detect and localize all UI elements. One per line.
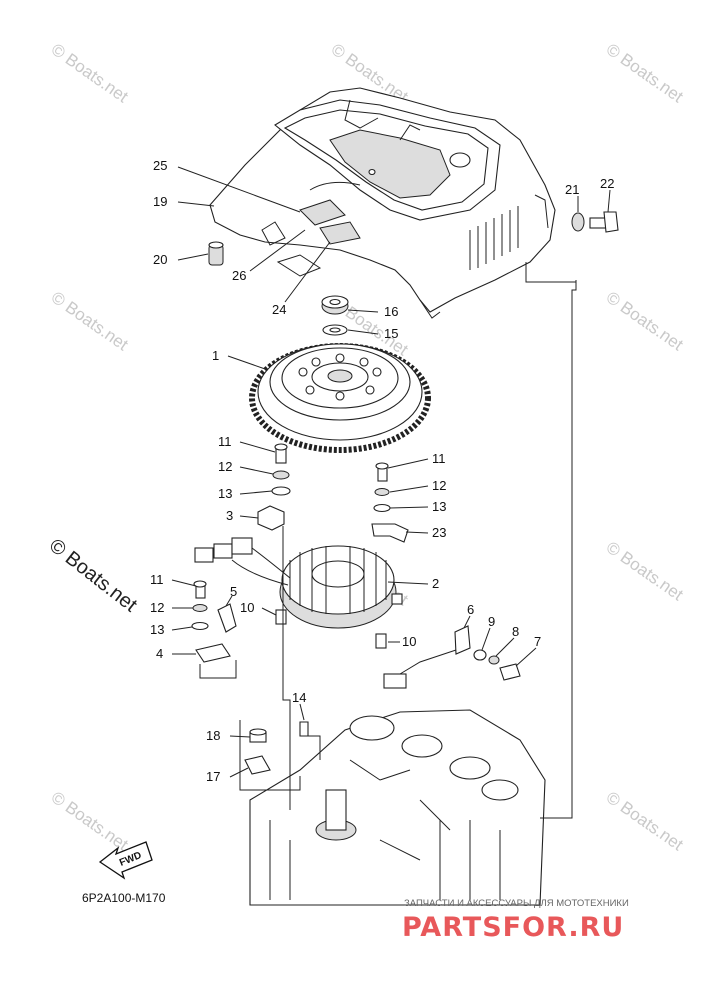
callout-25: 25 xyxy=(153,158,167,173)
nut-part-16 xyxy=(321,295,349,315)
callout-13: 13 xyxy=(150,622,164,637)
bolt-part-18 xyxy=(249,728,267,743)
lockwasher-part-8 xyxy=(488,655,500,665)
callout-3: 3 xyxy=(226,508,233,523)
watermark: © Boats.net xyxy=(603,288,687,355)
engine-block xyxy=(249,709,546,906)
grommet-part-20 xyxy=(208,241,224,266)
callout-20: 20 xyxy=(153,252,167,267)
callout-10: 10 xyxy=(402,634,416,649)
wiring-harness xyxy=(194,537,291,586)
washer-part-9 xyxy=(473,649,487,661)
spacer-part-10-left xyxy=(275,609,287,625)
callout-16: 16 xyxy=(384,304,398,319)
callout-12: 12 xyxy=(432,478,446,493)
bracket-part-5 xyxy=(217,603,237,633)
flywheel-part-1 xyxy=(249,343,431,453)
callout-labels: 25 19 20 26 24 21 22 16 15 1 11 12 13 3 … xyxy=(150,158,614,784)
bolt-part-21-22 xyxy=(571,211,619,233)
watermark: © Boats.net xyxy=(48,788,132,855)
bolt-part-11-lower xyxy=(193,580,207,599)
pulser-coil-part-6 xyxy=(383,625,471,689)
plate-part-4 xyxy=(195,643,231,663)
callout-7: 7 xyxy=(534,634,541,649)
callout-11: 11 xyxy=(218,434,232,449)
callout-15: 15 xyxy=(384,326,398,341)
lockwasher-part-12-lower xyxy=(192,604,208,612)
key-part-14 xyxy=(299,721,309,737)
bolt-part-11-right xyxy=(375,462,389,482)
callout-6: 6 xyxy=(467,602,474,617)
callout-10: 10 xyxy=(240,600,254,615)
callout-26: 26 xyxy=(232,268,246,283)
callout-8: 8 xyxy=(512,624,519,639)
stator-part-2 xyxy=(279,545,403,629)
lockwasher-part-12-right xyxy=(374,488,390,496)
washer-part-13-lower xyxy=(191,621,209,631)
callout-5: 5 xyxy=(230,584,237,599)
logo-tagline: ЗАПЧАСТИ И АКСЕССУАРЫ ДЛЯ МОТОТЕХНИКИ xyxy=(404,898,629,909)
callout-9: 9 xyxy=(488,614,495,629)
bolt-part-11-upper xyxy=(274,443,288,464)
callout-18: 18 xyxy=(206,728,220,743)
callout-22: 22 xyxy=(600,176,614,191)
callout-12: 12 xyxy=(150,600,164,615)
watermark: © Boats.net xyxy=(48,288,132,355)
spacer-part-10-right xyxy=(375,633,387,649)
bracket-part-17 xyxy=(244,755,271,775)
callout-24: 24 xyxy=(272,302,286,317)
forward-arrow-icon: FWD xyxy=(98,841,153,880)
partsfor-logo: ЗАПЧАСТИ И АКСЕССУАРЫ ДЛЯ МОТОТЕХНИКИ PA… xyxy=(402,898,629,943)
clamp-part-23 xyxy=(371,523,409,543)
callout-4: 4 xyxy=(156,646,163,661)
callout-13: 13 xyxy=(432,499,446,514)
lockwasher-part-12-upper xyxy=(272,470,290,480)
logo-brand: PARTSFOR.RU xyxy=(402,912,624,943)
callout-11: 11 xyxy=(432,451,446,466)
callout-14: 14 xyxy=(292,690,306,705)
washer-part-13-right xyxy=(373,503,391,513)
washer-part-15 xyxy=(322,324,348,336)
callout-12: 12 xyxy=(218,459,232,474)
callout-23: 23 xyxy=(432,525,446,540)
callout-17: 17 xyxy=(206,769,220,784)
callout-21: 21 xyxy=(565,182,579,197)
screw-part-7 xyxy=(499,663,521,681)
flywheel-cover xyxy=(209,87,556,319)
leader-lines xyxy=(171,166,611,819)
watermark: © Boats.net xyxy=(48,40,132,107)
callout-19: 19 xyxy=(153,194,167,209)
watermark: © Boats.net xyxy=(603,788,687,855)
callout-1: 1 xyxy=(212,348,219,363)
watermark: © Boats.net xyxy=(603,538,687,605)
callout-13: 13 xyxy=(218,486,232,501)
diagram-code: 6P2A100-M170 xyxy=(82,891,166,905)
callout-11: 11 xyxy=(150,572,164,587)
washer-part-13-upper xyxy=(271,486,291,496)
watermark-large: © Boats.net xyxy=(45,535,141,617)
clamp-part-3 xyxy=(257,505,285,531)
watermark: © Boats.net xyxy=(603,40,687,107)
callout-2: 2 xyxy=(432,576,439,591)
